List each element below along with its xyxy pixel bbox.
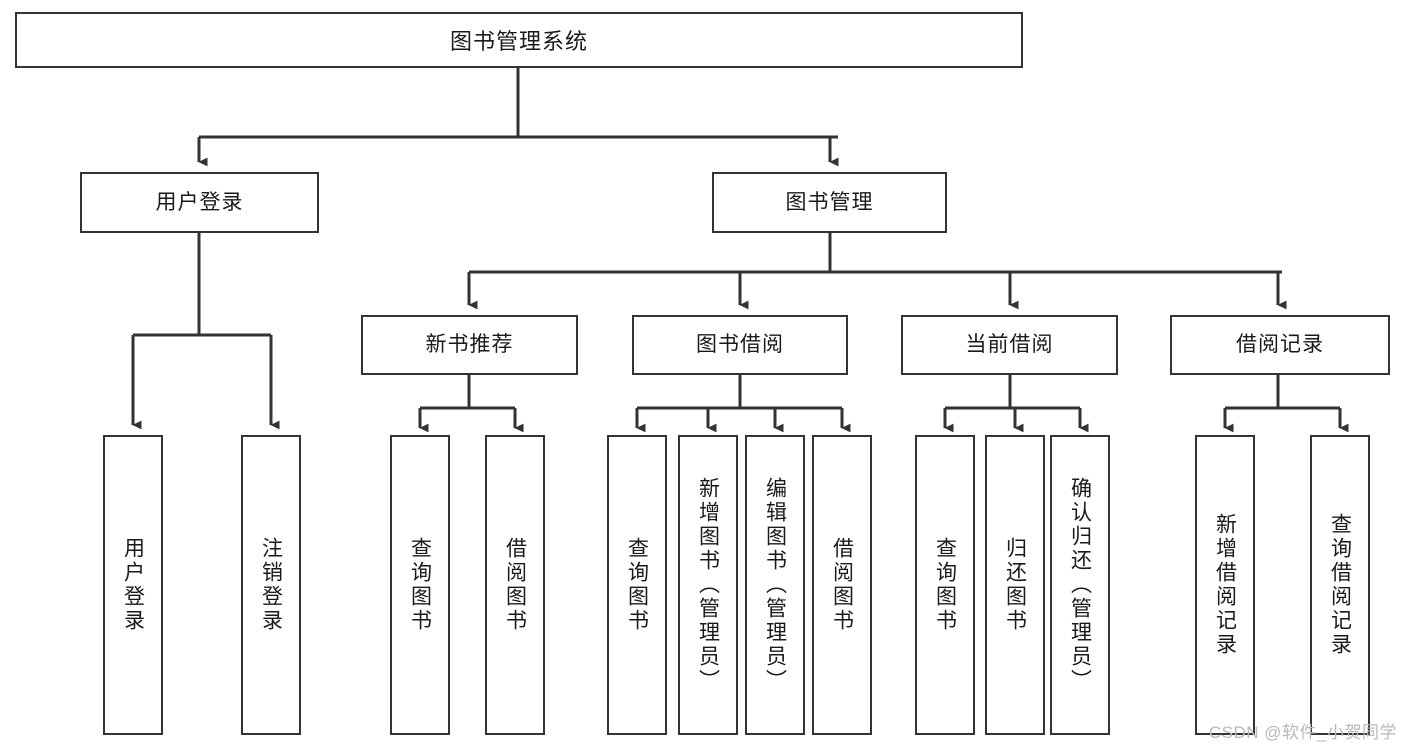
node-current-borrow-label: 当前借阅: [965, 333, 1054, 357]
leaf-current-borrow-1[interactable]: 查询图书: [915, 435, 975, 735]
node-new-book-recommend-label: 新书推荐: [425, 333, 514, 357]
node-book-borrow[interactable]: 图书借阅: [632, 315, 848, 375]
node-book-manage-label: 图书管理: [785, 190, 874, 214]
node-borrow-record[interactable]: 借阅记录: [1170, 315, 1390, 375]
leaf-book-borrow-4-label: 借阅图书: [830, 537, 854, 633]
leaf-current-borrow-2[interactable]: 归还图书: [985, 435, 1045, 735]
node-book-manage[interactable]: 图书管理: [712, 172, 947, 233]
node-new-book-recommend[interactable]: 新书推荐: [361, 315, 578, 375]
leaf-book-borrow-4[interactable]: 借阅图书: [812, 435, 872, 735]
node-current-borrow[interactable]: 当前借阅: [901, 315, 1118, 375]
leaf-current-borrow-3[interactable]: 确认归还（管理员）: [1050, 435, 1110, 735]
leaf-new-book-2[interactable]: 借阅图书: [485, 435, 545, 735]
leaf-book-borrow-1-label: 查询图书: [625, 537, 649, 633]
leaf-borrow-record-2[interactable]: 查询借阅记录: [1310, 435, 1370, 735]
leaf-current-borrow-2-label: 归还图书: [1003, 537, 1027, 633]
leaf-book-borrow-3-label: 编辑图书（管理员）: [763, 477, 787, 693]
leaf-borrow-record-2-label: 查询借阅记录: [1328, 513, 1352, 657]
leaf-book-borrow-2-label: 新增图书（管理员）: [696, 477, 720, 693]
leaf-user-login-2-label: 注销登录: [259, 537, 283, 633]
leaf-user-login-1[interactable]: 用户登录: [103, 435, 163, 735]
leaf-borrow-record-1-label: 新增借阅记录: [1213, 513, 1237, 657]
leaf-new-book-2-label: 借阅图书: [503, 537, 527, 633]
watermark: CSDN @软件_小贺同学: [1208, 723, 1397, 742]
leaf-user-login-2[interactable]: 注销登录: [241, 435, 301, 735]
node-book-borrow-label: 图书借阅: [696, 333, 784, 357]
leaf-new-book-1-label: 查询图书: [408, 537, 432, 633]
leaf-current-borrow-3-label: 确认归还（管理员）: [1068, 477, 1092, 693]
leaf-new-book-1[interactable]: 查询图书: [390, 435, 450, 735]
leaf-borrow-record-1[interactable]: 新增借阅记录: [1195, 435, 1255, 735]
node-root[interactable]: 图书管理系统: [15, 12, 1023, 68]
leaf-book-borrow-3[interactable]: 编辑图书（管理员）: [745, 435, 805, 735]
leaf-current-borrow-1-label: 查询图书: [933, 537, 957, 633]
leaf-book-borrow-2[interactable]: 新增图书（管理员）: [678, 435, 738, 735]
node-borrow-record-label: 借阅记录: [1236, 333, 1324, 357]
leaf-user-login-1-label: 用户登录: [121, 537, 145, 633]
node-user-login-label: 用户登录: [155, 190, 244, 214]
node-user-login[interactable]: 用户登录: [80, 172, 319, 233]
leaf-book-borrow-1[interactable]: 查询图书: [607, 435, 667, 735]
node-root-label: 图书管理系统: [449, 29, 588, 54]
